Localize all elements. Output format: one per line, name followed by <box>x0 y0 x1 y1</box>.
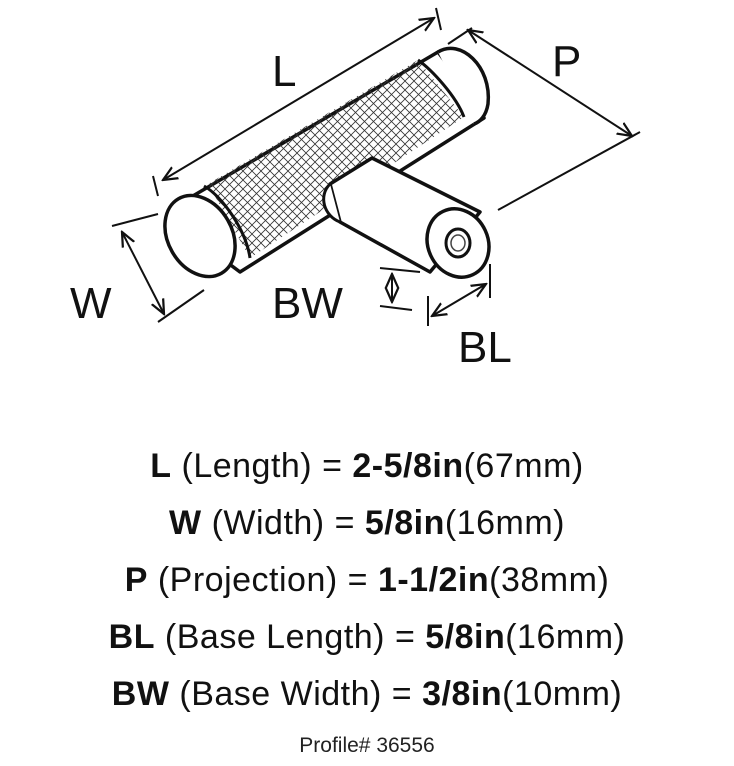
spec-metric: (67mm) <box>463 447 584 485</box>
spec-description: (Base Width) = <box>169 675 423 713</box>
dim-label-p: P <box>552 37 581 86</box>
spec-value: 2-5/8in <box>352 447 464 485</box>
spec-description: (Projection) = <box>147 561 378 599</box>
spec-value: 3/8in <box>422 675 503 713</box>
spec-description: (Width) = <box>201 504 365 542</box>
knob-illustration <box>163 46 491 279</box>
spec-base-width: BW (Base Width) = 3/8in(10mm) <box>0 666 734 723</box>
spec-metric: (16mm) <box>444 504 565 542</box>
dim-label-w: W <box>70 279 112 328</box>
dimension-lines <box>111 7 641 326</box>
specs-list: L (Length) = 2-5/8in(67mm) W (Width) = 5… <box>0 438 734 723</box>
spec-value: 1-1/2in <box>377 561 490 599</box>
spec-projection: P (Projection) = 1-1/2in(38mm) <box>0 552 734 609</box>
dim-label-bl: BL <box>458 323 512 372</box>
spec-metric: (38mm) <box>489 561 610 599</box>
spec-symbol: L <box>150 447 172 485</box>
knob-diagram: L P W BW BL <box>70 7 641 372</box>
spec-value: 5/8in <box>364 504 445 542</box>
spec-symbol: BL <box>108 618 155 656</box>
spec-description: (Length) = <box>171 447 353 485</box>
spec-metric: (10mm) <box>502 675 623 713</box>
spec-length: L (Length) = 2-5/8in(67mm) <box>0 438 734 495</box>
spec-symbol: W <box>169 504 202 542</box>
spec-width: W (Width) = 5/8in(16mm) <box>0 495 734 552</box>
dim-label-bw: BW <box>272 279 343 328</box>
spec-symbol: BW <box>111 675 170 713</box>
spec-base-length: BL (Base Length) = 5/8in(16mm) <box>0 609 734 666</box>
spec-symbol: P <box>124 561 148 599</box>
profile-number: Profile# 36556 <box>299 734 435 757</box>
spec-description: (Base Length) = <box>154 618 426 656</box>
dim-label-l: L <box>272 47 296 96</box>
spec-metric: (16mm) <box>505 618 626 656</box>
spec-value: 5/8in <box>425 618 506 656</box>
